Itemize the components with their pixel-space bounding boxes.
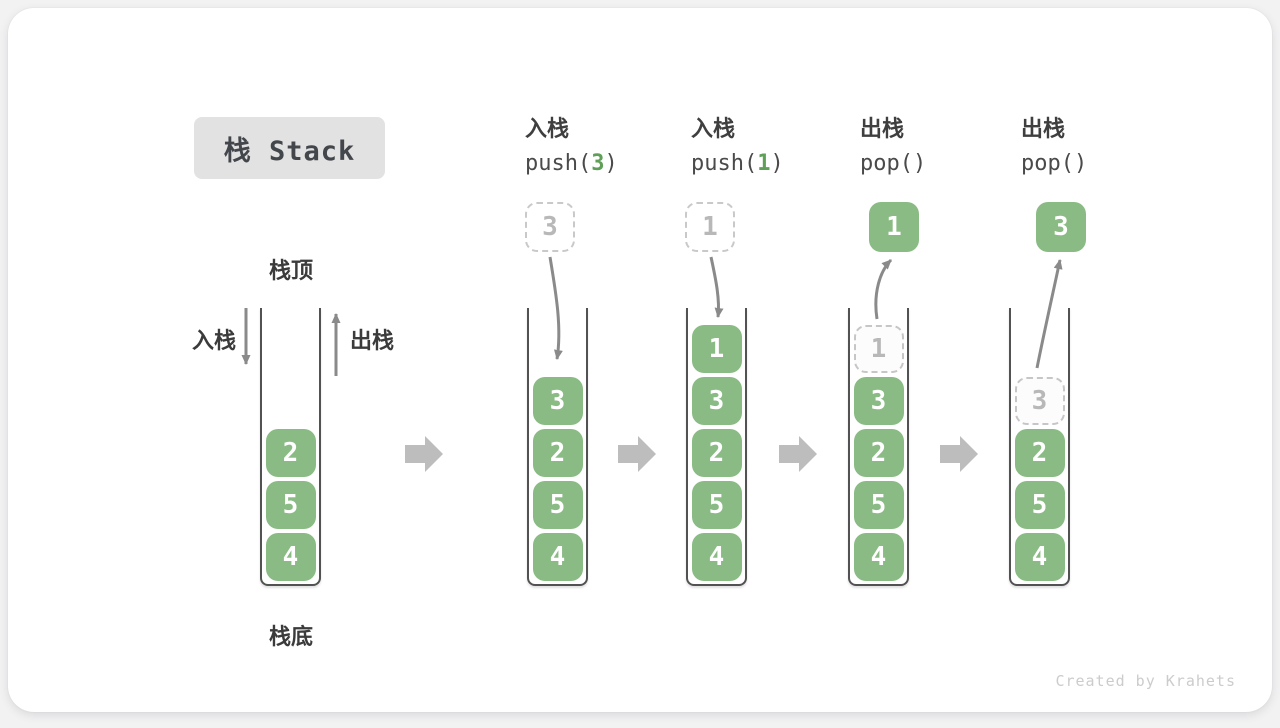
stack-element: 2 (265, 429, 316, 477)
stack-element: 3 (532, 377, 583, 425)
code-arg: 1 (757, 151, 771, 176)
code-pre: push( (691, 151, 758, 176)
stack-element: 5 (532, 481, 583, 529)
title-text: 栈 Stack (223, 135, 356, 167)
stack-well-after-pop-1: 1 3 2 5 4 (848, 308, 909, 586)
stack-element: 4 (265, 533, 316, 581)
incoming-element-box: 3 (525, 202, 575, 252)
stack-element: 5 (853, 481, 904, 529)
code-pre: push( (525, 151, 592, 176)
stack-element: 2 (1014, 429, 1065, 477)
stack-element: 4 (532, 533, 583, 581)
stack-element: 4 (853, 533, 904, 581)
title-box: 栈 Stack (194, 117, 385, 179)
stack-element: 2 (853, 429, 904, 477)
stack-element: 4 (691, 533, 742, 581)
arrow-layer (241, 256, 1063, 472)
stack-element: 3 (853, 377, 904, 425)
stack-element: 5 (1014, 481, 1065, 529)
op-action-text: 入栈 (691, 116, 736, 141)
push-side-label: 入栈 (192, 328, 237, 353)
incoming-element-box: 1 (685, 202, 735, 252)
ghost-slot: 3 (1014, 377, 1065, 425)
watermark: Created by Krahets (1055, 672, 1236, 690)
stack-element: 2 (691, 429, 742, 477)
stack-well-after-push-1: 1 3 2 5 4 (686, 308, 747, 586)
stack-well-after-push-3: 3 2 5 4 (527, 308, 588, 586)
pop-side-label: 出栈 (350, 328, 395, 353)
op-code-text: pop() (1021, 146, 1087, 181)
stack-element: 2 (532, 429, 583, 477)
stack-bottom-label: 栈底 (268, 624, 314, 649)
diagram-card: 栈 Stack 入栈 push(3) 入栈 push(1) 出栈 pop() 出… (8, 8, 1272, 712)
transition-arrow-icon (940, 436, 978, 472)
code-pre: pop( (1021, 151, 1074, 176)
stack-element: 4 (1014, 533, 1065, 581)
ghost-slot: 1 (853, 325, 904, 373)
popped-element-box: 1 (869, 202, 919, 252)
stack-element: 1 (691, 325, 742, 373)
code-arg: 3 (591, 151, 605, 176)
op-code-text: push(1) (691, 146, 784, 181)
code-pre: pop( (860, 151, 913, 176)
code-post: ) (770, 151, 784, 176)
stack-well-after-pop-2: 3 2 5 4 (1009, 308, 1070, 586)
stack-element: 3 (691, 377, 742, 425)
stack-well-initial: 2 5 4 (260, 308, 321, 586)
operation-label-pop-1: 出栈 pop() (860, 111, 926, 181)
stack-element: 5 (691, 481, 742, 529)
transition-arrow-icon (618, 436, 656, 472)
stack-top-label: 栈顶 (268, 258, 314, 283)
operation-label-push-3: 入栈 push(3) (525, 111, 618, 181)
op-code-text: push(3) (525, 146, 618, 181)
operation-label-pop-2: 出栈 pop() (1021, 111, 1087, 181)
op-action-text: 入栈 (525, 116, 570, 141)
code-post: ) (1073, 151, 1088, 176)
popped-element-box: 3 (1036, 202, 1086, 252)
code-post: ) (604, 151, 618, 176)
operation-label-push-1: 入栈 push(1) (691, 111, 784, 181)
transition-arrow-icon (405, 436, 443, 472)
op-action-text: 出栈 (1021, 116, 1066, 141)
op-action-text: 出栈 (860, 116, 905, 141)
transition-arrow-icon (779, 436, 817, 472)
stack-element: 5 (265, 481, 316, 529)
op-code-text: pop() (860, 146, 926, 181)
code-post: ) (912, 151, 927, 176)
